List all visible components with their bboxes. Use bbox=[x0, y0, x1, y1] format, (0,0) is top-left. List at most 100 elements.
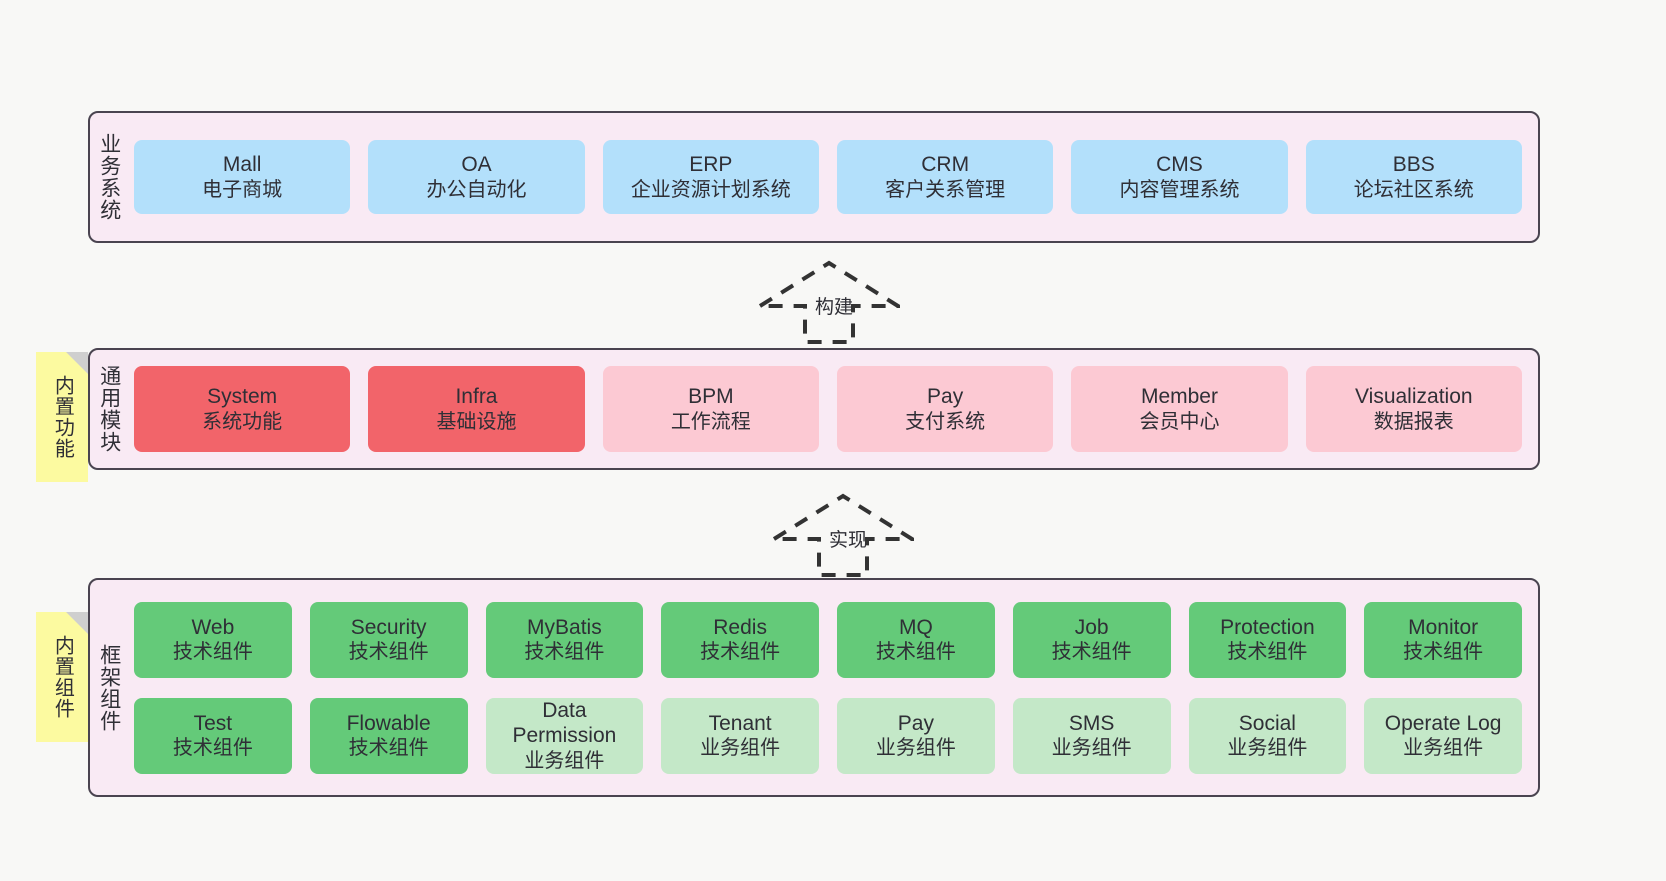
node-title-en: Job bbox=[1074, 615, 1109, 639]
node-job[interactable]: Job 技术组件 bbox=[1012, 601, 1171, 678]
node-monitor[interactable]: Monitor 技术组件 bbox=[1364, 601, 1522, 678]
node-title-cn: 技术组件 bbox=[875, 641, 956, 664]
node-title-en: Flowable bbox=[346, 711, 431, 735]
node-title-cn: 论坛社区系统 bbox=[1353, 178, 1474, 201]
node-title-en: Test bbox=[193, 711, 233, 735]
node-title-cn: 技术组件 bbox=[1051, 641, 1132, 664]
node-title-en: Social bbox=[1238, 711, 1296, 735]
node-title-en: Member bbox=[1140, 385, 1218, 408]
layer-body-framework-component: Web 技术组件 Security 技术组件 MyBatis 技术组件 Redi… bbox=[128, 580, 1538, 795]
node-row: Test 技术组件 Flowable 技术组件 Data Permission … bbox=[134, 697, 1522, 774]
node-system[interactable]: System 系统功能 bbox=[134, 366, 351, 452]
connector-build bbox=[753, 259, 905, 344]
dashed-hollow-arrow-up-icon bbox=[767, 493, 919, 577]
node-operate-log[interactable]: Operate Log 业务组件 bbox=[1364, 697, 1522, 774]
node-title-en: SMS bbox=[1068, 711, 1115, 735]
node-mall[interactable]: Mall 电子商城 bbox=[134, 140, 351, 214]
node-redis[interactable]: Redis 技术组件 bbox=[661, 601, 819, 678]
connector-build-label: 构建 bbox=[815, 297, 854, 318]
node-pay-business[interactable]: Pay 业务组件 bbox=[837, 697, 995, 774]
node-title-en: Mall bbox=[222, 153, 262, 176]
layer-title-framework-component: 框架组件 bbox=[97, 643, 121, 732]
folded-corner-icon bbox=[66, 352, 88, 374]
node-pay[interactable]: Pay 支付系统 bbox=[836, 366, 1054, 452]
node-title-cn: 支付系统 bbox=[905, 410, 986, 433]
node-sms[interactable]: SMS 业务组件 bbox=[1012, 697, 1171, 774]
node-bpm[interactable]: BPM 工作流程 bbox=[602, 366, 819, 452]
sticky-note-builtin-component: 内置组件 bbox=[36, 612, 88, 742]
node-title-en: Redis bbox=[713, 615, 767, 639]
node-title-en: BBS bbox=[1392, 153, 1435, 176]
node-title-en: Visualization bbox=[1355, 385, 1473, 408]
node-title-en: Data Permission bbox=[512, 698, 617, 748]
layer-body-business-system: Mall 电子商城 OA 办公自动化 ERP 企业资源计划系统 CRM 客户关系… bbox=[128, 113, 1538, 241]
node-title-en: CMS bbox=[1156, 153, 1203, 176]
layer-framework-component: 框架组件 Web 技术组件 Security 技术组件 MyBatis 技术组件… bbox=[88, 578, 1540, 797]
node-title-en: Operate Log bbox=[1384, 711, 1502, 735]
node-title-cn: 客户关系管理 bbox=[885, 178, 1006, 201]
node-title-cn: 技术组件 bbox=[348, 737, 429, 760]
node-web[interactable]: Web 技术组件 bbox=[134, 601, 292, 678]
node-title-en: BPM bbox=[688, 385, 734, 408]
node-title-en: ERP bbox=[689, 153, 733, 176]
node-row: System 系统功能 Infra 基础设施 BPM 工作流程 Pay 支付系统… bbox=[134, 366, 1522, 452]
node-title-cn: 内容管理系统 bbox=[1119, 178, 1240, 201]
sticky-note-label: 内置组件 bbox=[51, 635, 74, 719]
node-title-en: Protection bbox=[1220, 615, 1315, 639]
node-mybatis[interactable]: MyBatis 技术组件 bbox=[485, 601, 644, 678]
node-title-cn: 数据报表 bbox=[1373, 410, 1454, 433]
node-title-cn: 业务组件 bbox=[875, 737, 956, 760]
connector-implement-label: 实现 bbox=[829, 530, 868, 551]
layer-title-business-system: 业务系统 bbox=[97, 133, 121, 221]
node-title-cn: 业务组件 bbox=[1403, 737, 1484, 760]
node-cms[interactable]: CMS 内容管理系统 bbox=[1071, 140, 1288, 214]
node-title-cn: 业务组件 bbox=[1051, 737, 1132, 760]
node-title-cn: 会员中心 bbox=[1139, 410, 1220, 433]
node-title-cn: 技术组件 bbox=[700, 641, 781, 664]
node-row: Mall 电子商城 OA 办公自动化 ERP 企业资源计划系统 CRM 客户关系… bbox=[134, 140, 1522, 214]
layer-title-common-module: 通用模块 bbox=[97, 365, 121, 453]
sticky-note-label: 内置功能 bbox=[51, 375, 74, 459]
node-title-en: Monitor bbox=[1408, 615, 1479, 639]
connector-implement bbox=[767, 492, 919, 577]
node-mq[interactable]: MQ 技术组件 bbox=[837, 601, 995, 678]
node-protection[interactable]: Protection 技术组件 bbox=[1188, 601, 1347, 678]
node-title-cn: 系统功能 bbox=[202, 410, 283, 433]
folded-corner-icon bbox=[66, 612, 88, 634]
node-title-cn: 技术组件 bbox=[1403, 641, 1484, 664]
node-title-en: Infra bbox=[455, 385, 498, 408]
node-flowable[interactable]: Flowable 技术组件 bbox=[309, 697, 468, 774]
node-title-cn: 工作流程 bbox=[670, 410, 751, 433]
node-member[interactable]: Member 会员中心 bbox=[1071, 366, 1288, 452]
node-title-cn: 基础设施 bbox=[436, 410, 517, 433]
node-erp[interactable]: ERP 企业资源计划系统 bbox=[602, 140, 819, 214]
node-security[interactable]: Security 技术组件 bbox=[309, 601, 468, 678]
node-title-cn: 业务组件 bbox=[524, 749, 605, 772]
node-title-cn: 业务组件 bbox=[700, 737, 781, 760]
node-infra[interactable]: Infra 基础设施 bbox=[368, 366, 585, 452]
node-title-en: Tenant bbox=[708, 711, 772, 735]
layer-common-module: 通用模块 System 系统功能 Infra 基础设施 BPM 工作流程 Pay… bbox=[88, 348, 1540, 470]
node-title-en: CRM bbox=[921, 153, 970, 176]
node-visualization[interactable]: Visualization 数据报表 bbox=[1305, 366, 1522, 452]
sticky-note-builtin-function: 内置功能 bbox=[36, 352, 88, 482]
node-bbs[interactable]: BBS 论坛社区系统 bbox=[1305, 140, 1522, 214]
node-title-cn: 技术组件 bbox=[172, 737, 253, 760]
node-title-en: Security bbox=[350, 615, 427, 639]
node-tenant[interactable]: Tenant 业务组件 bbox=[661, 697, 819, 774]
layer-body-common-module: System 系统功能 Infra 基础设施 BPM 工作流程 Pay 支付系统… bbox=[128, 350, 1538, 468]
node-title-en: MQ bbox=[898, 615, 933, 639]
node-data-permission[interactable]: Data Permission 业务组件 bbox=[485, 697, 644, 774]
node-title-en: Pay bbox=[927, 385, 964, 408]
node-title-cn: 电子商城 bbox=[202, 178, 283, 201]
layer-business-system: 业务系统 Mall 电子商城 OA 办公自动化 ERP 企业资源计划系统 CRM… bbox=[88, 111, 1540, 243]
node-social[interactable]: Social 业务组件 bbox=[1188, 697, 1347, 774]
node-title-en: System bbox=[207, 385, 278, 408]
node-oa[interactable]: OA 办公自动化 bbox=[368, 140, 585, 214]
node-title-cn: 技术组件 bbox=[172, 641, 253, 664]
node-title-en: Pay bbox=[897, 711, 934, 735]
node-title-cn: 技术组件 bbox=[348, 641, 429, 664]
node-crm[interactable]: CRM 客户关系管理 bbox=[836, 140, 1054, 214]
node-test[interactable]: Test 技术组件 bbox=[134, 697, 292, 774]
